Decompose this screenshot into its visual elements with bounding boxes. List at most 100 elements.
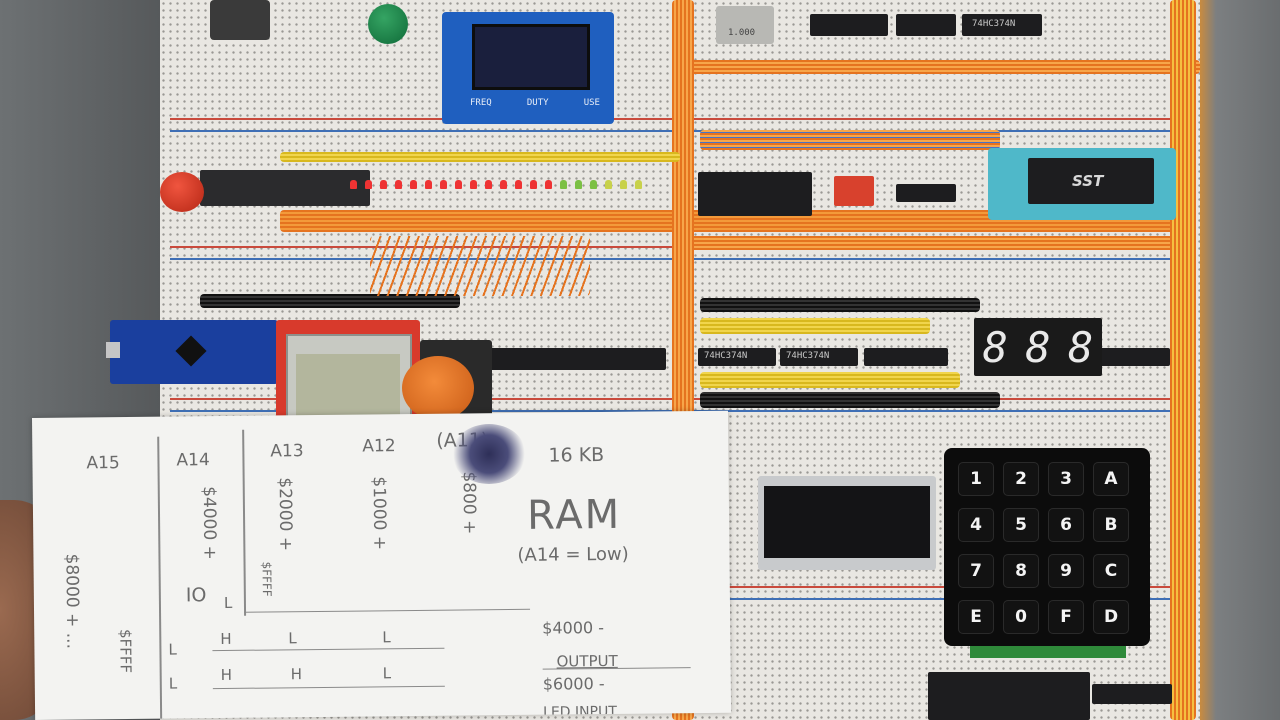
vertical-wire-bundle <box>1170 0 1196 720</box>
keypad-key-8[interactable]: 8 <box>1003 554 1039 588</box>
ic-chip: 74HC374N <box>780 348 858 366</box>
ic-chip <box>810 14 888 36</box>
io-label: IO <box>185 584 207 607</box>
value-a15: $8000 + ... <box>61 553 83 650</box>
addr-4000: $4000 - <box>542 618 605 638</box>
header-a14: A14 <box>176 450 210 471</box>
microcontroller-board <box>106 320 278 384</box>
keypad-connector <box>970 646 1126 658</box>
header-a13: A13 <box>270 441 304 462</box>
keypad-key-3[interactable]: 3 <box>1048 462 1084 496</box>
wire-bundle <box>690 60 1200 74</box>
keypad-key-c[interactable]: C <box>1093 554 1129 588</box>
keypad-key-1[interactable]: 1 <box>958 462 994 496</box>
yellow-wires <box>700 372 960 388</box>
header-a15: A15 <box>86 453 120 474</box>
eeprom-chip: SST <box>1028 158 1154 204</box>
keypad-key-e[interactable]: E <box>958 600 994 634</box>
ram-title: RAM <box>526 491 622 539</box>
zif-socket: SST <box>988 148 1176 220</box>
divider-line <box>157 436 163 719</box>
bit-a13: H <box>220 629 232 649</box>
bit-a12: H <box>290 665 303 684</box>
generator-button-label: USE <box>583 98 600 108</box>
bit-a11: L <box>382 628 391 647</box>
value-a13: $2000 + <box>274 477 296 552</box>
generator-lcd <box>472 24 590 90</box>
keypad-key-2[interactable]: 2 <box>1003 462 1039 496</box>
nokia-lcd-screen <box>286 334 412 426</box>
yellow-wires <box>700 318 930 334</box>
chip-label: 74HC374N <box>704 351 748 361</box>
keypad-key-0[interactable]: 0 <box>1003 600 1039 634</box>
dip-switch[interactable] <box>834 176 874 206</box>
black-wires <box>200 294 460 308</box>
keypad-key-b[interactable]: B <box>1093 508 1129 542</box>
handwritten-notes: A15 A14 A13 A12 (A11) $8000 + ... $4000 … <box>32 410 732 720</box>
ram-note: (A14 = Low) <box>517 543 629 566</box>
lcd-panel <box>296 354 400 416</box>
header-a12: A12 <box>362 436 396 457</box>
value-a14: $4000 + <box>198 486 220 560</box>
ic-chip <box>928 672 1090 720</box>
signal-generator-module: FREQ DUTY USE <box>442 12 614 124</box>
crystal-label: 1.000 <box>728 28 756 38</box>
keypad-key-f[interactable]: F <box>1048 600 1084 634</box>
ic-chip <box>864 348 948 366</box>
led-row <box>350 180 680 192</box>
digit: 8 <box>1067 322 1094 372</box>
bit-a14: L <box>168 674 178 693</box>
character-lcd <box>758 476 936 570</box>
keypad-key-5[interactable]: 5 <box>1003 508 1039 542</box>
bit-a14: L <box>168 640 177 659</box>
black-wires <box>700 298 980 312</box>
timing-line <box>212 647 445 652</box>
keypad-key-a[interactable]: A <box>1093 462 1129 496</box>
ffff-left: $FFFF <box>116 628 135 674</box>
bit-a13: H <box>220 665 233 685</box>
green-button[interactable] <box>368 4 408 44</box>
yellow-wires <box>280 152 680 162</box>
ic-chip <box>896 184 956 202</box>
generator-button-label: FREQ <box>470 98 492 108</box>
divider-line <box>242 429 247 616</box>
keypad-key-7[interactable]: 7 <box>958 554 994 588</box>
timing-line <box>212 685 445 690</box>
ic-chip <box>1092 684 1172 704</box>
character-lcd-screen <box>764 486 930 558</box>
oscillator-module <box>210 0 270 40</box>
divider-line <box>244 608 531 613</box>
wire-bundle <box>690 236 1180 250</box>
chip-label: 74HC374N <box>786 351 830 361</box>
ic-chip: 74HC374N <box>962 14 1042 36</box>
pen-shadow <box>452 424 526 484</box>
addr-6000: $6000 - <box>542 674 605 694</box>
eeprom-label: SST <box>1072 172 1104 190</box>
keypad-key-6[interactable]: 6 <box>1048 508 1084 542</box>
black-wires <box>700 392 1000 408</box>
wire-bundle <box>700 130 1000 150</box>
ic-chip <box>1100 348 1170 366</box>
keypad-key-9[interactable]: 9 <box>1048 554 1084 588</box>
ffff-label: $FFFF <box>259 561 274 597</box>
keypad-key-d[interactable]: D <box>1093 600 1129 634</box>
ram-size: 16 KB <box>548 444 605 467</box>
generator-button-label: DUTY <box>526 98 549 108</box>
reset-button[interactable] <box>160 172 204 212</box>
fanout-wires <box>370 236 590 296</box>
bit-a12: L <box>288 629 297 648</box>
crystal-oscillator: 1.000 <box>716 6 774 44</box>
value-a12: $1000 + <box>368 476 390 551</box>
address-bus-wires <box>280 210 1180 232</box>
background-right <box>1200 0 1280 720</box>
bit-a11: L <box>382 664 392 683</box>
digit: 8 <box>1025 322 1051 372</box>
usb-port <box>106 342 120 358</box>
keypad-key-4[interactable]: 4 <box>958 508 994 542</box>
seven-segment-display: 8 8 8 <box>974 318 1102 376</box>
next-line: LED INPUT <box>543 703 617 715</box>
rotary-knob[interactable] <box>402 356 474 420</box>
mcu-chip <box>175 335 207 367</box>
digit: 8 <box>982 322 1008 372</box>
io-sub: L <box>223 593 233 612</box>
